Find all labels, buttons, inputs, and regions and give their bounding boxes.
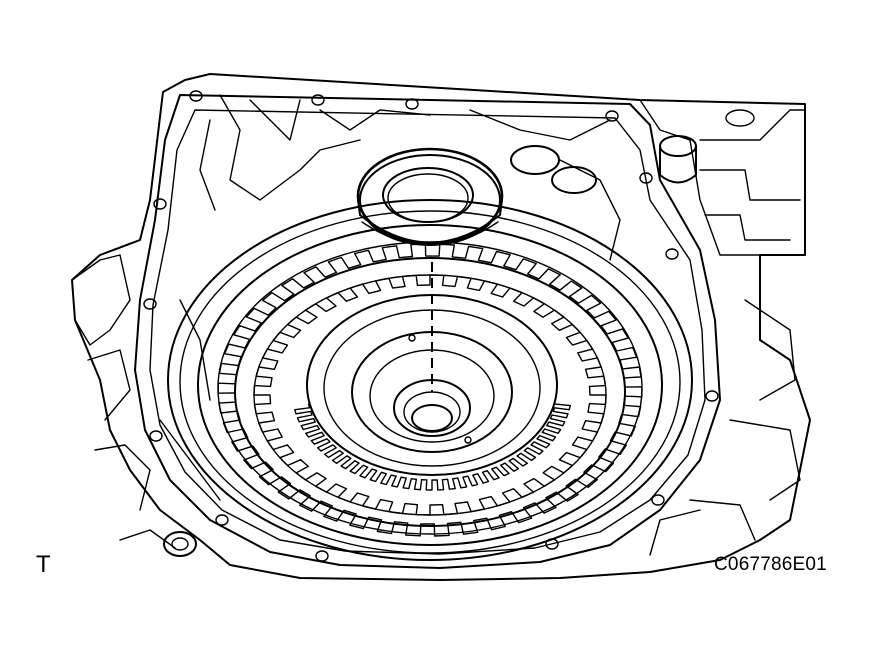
clutch-tooth-ring <box>294 403 571 491</box>
bolt-hole <box>315 550 329 562</box>
bolt-hole <box>153 198 167 210</box>
flange-surface <box>134 94 721 569</box>
bolt-hole <box>405 98 419 110</box>
bolt-hole <box>705 390 719 402</box>
case-bosses <box>163 109 755 557</box>
bolt-hole <box>665 248 679 260</box>
figure-code-label: C067786E01 <box>714 554 827 575</box>
clutch-tooth-ring <box>253 274 607 516</box>
bolt-hole <box>215 514 229 526</box>
outer-clutch-teeth <box>217 243 643 537</box>
bolt-hole <box>651 494 665 506</box>
bolt-holes <box>143 90 719 562</box>
view-mark-label: T <box>36 551 51 578</box>
bolt-hole <box>143 298 157 310</box>
inner-clutch-teeth <box>294 403 571 491</box>
clutch-tooth-ring <box>217 243 643 537</box>
bolt-hole <box>311 94 325 106</box>
bolt-hole <box>149 430 163 442</box>
thrust-bearing <box>356 147 504 246</box>
bolt-hole <box>639 172 653 184</box>
clutch-hub <box>306 294 558 476</box>
bolt-hole <box>605 110 619 122</box>
bolt-hole <box>189 90 203 102</box>
